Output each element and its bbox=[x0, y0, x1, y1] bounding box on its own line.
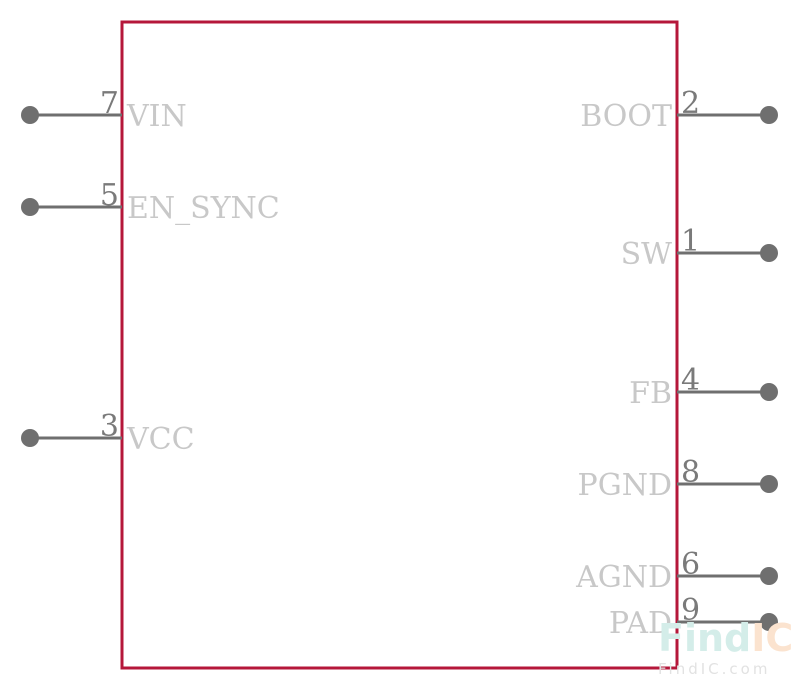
pin-name: PAD bbox=[609, 606, 672, 641]
pin-number: 2 bbox=[681, 86, 700, 121]
pin-number: 7 bbox=[100, 86, 119, 121]
watermark-find: FindIC bbox=[658, 616, 793, 660]
pin-agnd[interactable]: 6 AGND bbox=[575, 547, 778, 595]
ic-body-outline bbox=[120, 20, 679, 670]
pin-name: PGND bbox=[578, 468, 672, 503]
pin-terminal[interactable] bbox=[760, 106, 778, 124]
pin-name: BOOT bbox=[580, 99, 672, 134]
watermark-url: FindIC.com bbox=[658, 660, 770, 678]
pin-number: 5 bbox=[100, 178, 119, 213]
watermark-logo: FindIC FindIC.com bbox=[658, 616, 793, 678]
pin-name: AGND bbox=[575, 560, 672, 595]
pin-terminal[interactable] bbox=[760, 383, 778, 401]
pin-pgnd[interactable]: 8 PGND bbox=[578, 455, 778, 503]
pin-name: VCC bbox=[126, 422, 195, 457]
pin-number: 3 bbox=[100, 409, 119, 444]
pin-fb[interactable]: 4 FB bbox=[629, 363, 778, 411]
pin-name: FB bbox=[629, 376, 672, 411]
pin-terminal[interactable] bbox=[760, 244, 778, 262]
pin-vin[interactable]: 7 VIN bbox=[21, 86, 187, 134]
watermark-find-text: Find bbox=[658, 616, 751, 660]
pin-terminal[interactable] bbox=[21, 198, 39, 216]
pin-terminal[interactable] bbox=[21, 429, 39, 447]
pin-vcc[interactable]: 3 VCC bbox=[21, 409, 195, 457]
pin-terminal[interactable] bbox=[760, 475, 778, 493]
pin-en-sync[interactable]: 5 EN_SYNC bbox=[21, 178, 280, 226]
pin-terminal[interactable] bbox=[21, 106, 39, 124]
pin-number: 4 bbox=[681, 363, 700, 398]
pin-name: SW bbox=[621, 237, 673, 272]
pin-sw[interactable]: 1 SW bbox=[621, 224, 778, 272]
watermark-ic-text: IC bbox=[751, 616, 793, 660]
pin-number: 6 bbox=[681, 547, 700, 582]
pin-terminal[interactable] bbox=[760, 613, 778, 631]
pin-name: EN_SYNC bbox=[127, 191, 280, 226]
pin-number: 8 bbox=[681, 455, 700, 490]
pin-boot[interactable]: 2 BOOT bbox=[580, 86, 778, 134]
pin-number: 1 bbox=[681, 224, 700, 259]
pin-number: 9 bbox=[681, 593, 700, 628]
pin-name: VIN bbox=[126, 99, 187, 134]
pin-terminal[interactable] bbox=[760, 567, 778, 585]
pin-pad[interactable]: 9 PAD bbox=[609, 593, 778, 641]
